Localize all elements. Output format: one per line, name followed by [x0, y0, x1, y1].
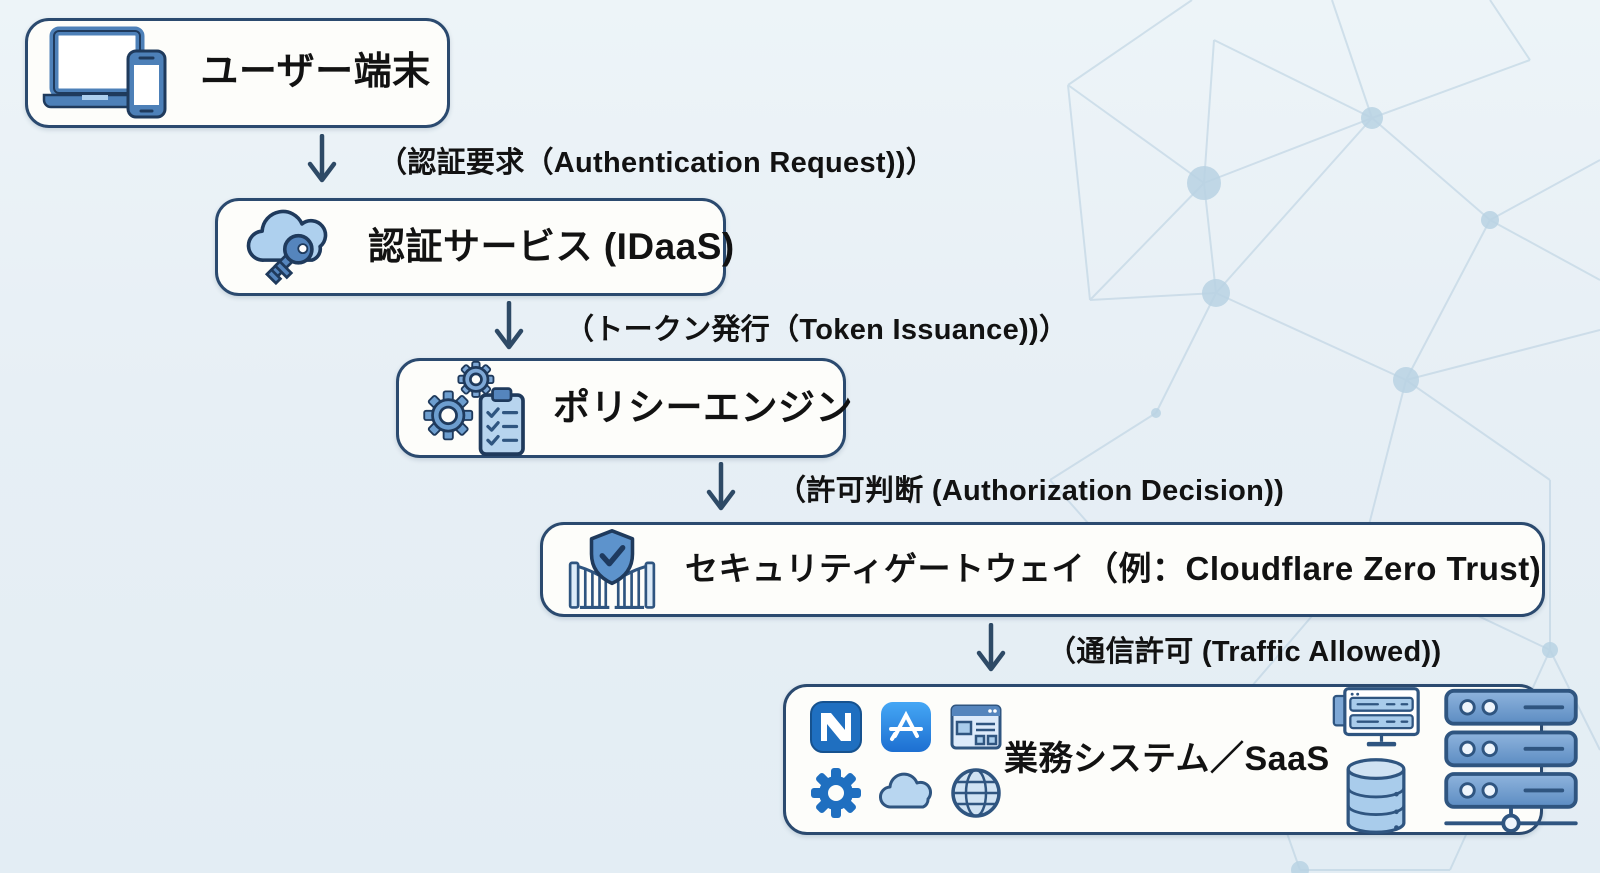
node-user-device: ユーザー端末 — [25, 18, 450, 128]
server-icons — [1330, 685, 1586, 835]
edge-label: （許可判断 (Authorization Decision)) — [777, 475, 1285, 507]
edge-token-issuance: （トークン発行（Token Issuance))） — [489, 301, 1068, 353]
node-label: ユーザー端末 — [200, 51, 431, 94]
gears-clipboard-icon — [423, 360, 525, 456]
node-business-systems: 業務システム／SaaS — [783, 684, 1578, 835]
saas-app-icons — [808, 699, 1004, 821]
news-app-icon — [810, 700, 862, 753]
server-rack-icon — [1443, 688, 1578, 832]
laptop-phone-icon — [43, 26, 167, 119]
monitor-server-icon — [1332, 686, 1420, 746]
database-icon — [1346, 757, 1406, 834]
edge-authorization-decision: （許可判断 (Authorization Decision)) — [701, 462, 1284, 514]
node-label: ポリシーエンジン — [553, 386, 853, 428]
node-label: 業務システム／SaaS — [1004, 739, 1330, 778]
edge-label: （通信許可 (Traffic Allowed)) — [1047, 636, 1442, 668]
node-policy-engine: ポリシーエンジン — [396, 358, 853, 458]
app-store-icon — [881, 701, 931, 752]
down-arrow-icon — [307, 134, 337, 183]
globe-icon — [951, 767, 1001, 818]
edge-label: （認証要求（Authentication Request))） — [378, 147, 936, 179]
shield-gate-icon — [568, 528, 656, 609]
edge-authentication-request: （認証要求（Authentication Request))） — [302, 134, 935, 186]
node-idaas-service: 認証サービス (IDaaS) — [215, 198, 734, 296]
gear-icon — [811, 767, 861, 818]
browser-window-icon — [950, 704, 1002, 749]
edge-traffic-allowed: （通信許可 (Traffic Allowed)) — [971, 623, 1441, 675]
node-security-gateway: セキュリティゲートウェイ（例：Cloudflare Zero Trust) — [540, 522, 1545, 617]
cloud-icon — [879, 772, 933, 808]
node-label: セキュリティゲートウェイ（例：Cloudflare Zero Trust) — [685, 550, 1542, 588]
edge-label: （トークン発行（Token Issuance))） — [565, 314, 1069, 346]
down-arrow-icon — [706, 462, 736, 511]
cloud-key-icon — [246, 209, 328, 286]
down-arrow-icon — [494, 301, 524, 350]
down-arrow-icon — [976, 623, 1006, 672]
node-label: 認証サービス (IDaaS) — [368, 225, 735, 267]
